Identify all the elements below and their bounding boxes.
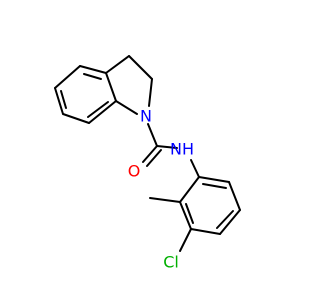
bond-benz-inner-3 xyxy=(60,90,67,109)
bond-ph-2 xyxy=(228,181,241,211)
molecule-canvas: N O NH Cl xyxy=(54,55,241,272)
atom-label-cl: Cl xyxy=(163,253,179,272)
bond-benz-4 xyxy=(62,113,90,124)
bond-methyl xyxy=(149,197,181,203)
bond-benz-2 xyxy=(105,72,117,102)
bond-c3a-c3 xyxy=(105,55,130,74)
bond-benz-3 xyxy=(88,100,117,124)
bond-carbonyl-o-2 xyxy=(146,149,162,167)
bond-c3-c2 xyxy=(128,55,153,80)
atom-label-nh: NH xyxy=(170,140,194,159)
bond-ph-6 xyxy=(179,176,200,203)
bond-n1-carbonyl xyxy=(147,123,158,147)
bond-carbonyl-o-1 xyxy=(142,145,158,163)
bond-benz-5 xyxy=(54,87,64,115)
bond-c2-n1 xyxy=(148,78,153,107)
atom-label-o: O xyxy=(128,162,141,181)
bond-benz-1 xyxy=(79,65,107,74)
bond-ph-3 xyxy=(219,209,241,235)
bond-benz-inner-1 xyxy=(83,73,102,80)
bond-ph-1 xyxy=(198,176,230,183)
bond-ph-inner-2 xyxy=(216,210,234,229)
bond-benz-6 xyxy=(54,65,81,89)
bond-ph-inner-3 xyxy=(185,203,194,224)
bond-ph-5 xyxy=(179,201,192,230)
bond-ph-inner-1 xyxy=(202,183,227,189)
bond-benz-inner-2 xyxy=(87,101,109,118)
bond-chlorine xyxy=(179,228,192,252)
bond-nh-phenyl xyxy=(190,159,200,178)
bond-carbonyl-nh xyxy=(156,145,178,149)
molecule-structure: N O NH Cl xyxy=(54,55,241,272)
bond-ph-4 xyxy=(190,228,221,235)
bond-n1-c7a xyxy=(115,100,138,115)
atom-label-n1: N xyxy=(140,107,152,126)
